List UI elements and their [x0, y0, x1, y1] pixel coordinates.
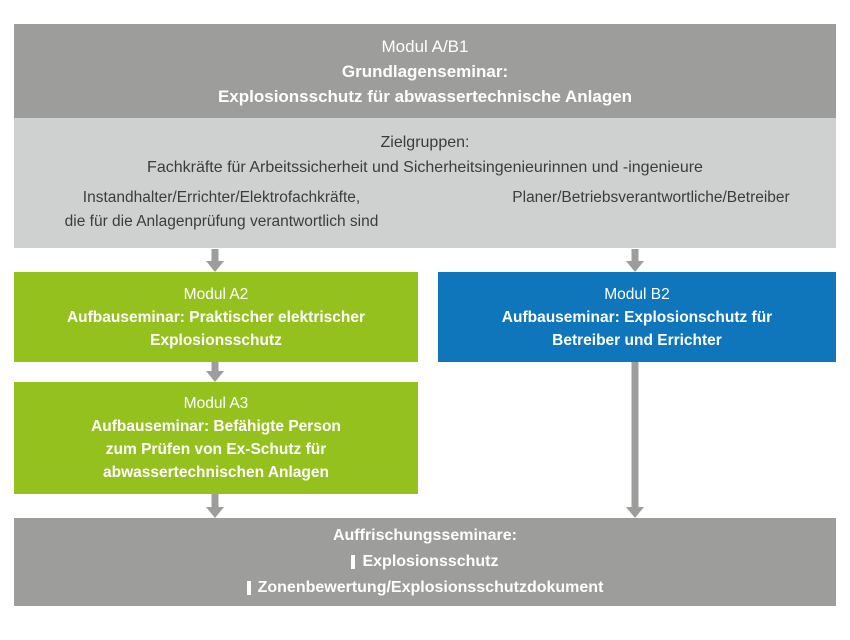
module-a2-line1: Modul A2: [183, 285, 249, 303]
module-a3-line1: Modul A3: [183, 395, 249, 412]
target-groups-subheading: Fachkräfte für Arbeitssicherheit und Sic…: [147, 159, 703, 176]
module-b2-line1: Modul B2: [604, 285, 670, 303]
bullet-icon: [351, 555, 356, 569]
module-ab1-line2: Grundlagenseminar:: [341, 61, 509, 81]
arrow-down-from-module-b2-to-refreshers: [626, 362, 644, 518]
target-groups-heading: Zielgruppen:: [380, 134, 470, 151]
arrow-down-to-module-b2: [626, 249, 644, 272]
module-a3-line2: Aufbauseminar: Befähigte Person: [91, 418, 341, 435]
target-group-left-line1: Instandhalter/Errichter/Elektrofachkräft…: [82, 189, 361, 206]
module-ab1-box: Modul A/B1 Grundlagenseminar: Explosions…: [14, 24, 836, 118]
refresher-item-2: Zonenbewertung/Explosionsschutzdokument: [257, 579, 604, 596]
module-ab1-line3: Explosionsschutz für abwassertechnische …: [217, 86, 633, 106]
module-a2-box: Modul A2 Aufbauseminar: Praktischer elek…: [14, 272, 418, 362]
module-a2-line2: Aufbauseminar: Praktischer elektrischer: [66, 308, 366, 326]
refresher-item-1: Explosionsschutz: [362, 553, 499, 570]
refresher-item-1-row: Explosionsschutz: [14, 549, 836, 575]
target-group-left: Instandhalter/Errichter/Elektrofachkräft…: [28, 186, 415, 234]
refresher-item-2-row: Zonenbewertung/Explosionsschutzdokument: [14, 575, 836, 601]
target-group-right: Planer/Betriebsverantwortliche/Betreiber: [452, 186, 850, 210]
module-a2-line3: Explosionsschutz: [150, 331, 282, 349]
target-group-left-line2: die für die Anlagenprüfung verantwortlic…: [64, 213, 379, 230]
bullet-icon: [246, 581, 251, 595]
module-a3-line4: abwassertechnischen Anlagen: [103, 464, 329, 481]
module-a3-line3: zum Prüfen von Ex-Schutz für: [105, 441, 327, 458]
refresher-seminars-box: Auffrischungsseminare: Explosionsschutz …: [14, 518, 836, 606]
module-b2-line2: Aufbauseminar: Explosionschutz für: [501, 308, 773, 326]
arrow-down-from-module-a3-to-refreshers: [206, 494, 224, 518]
module-b2-box: Modul B2 Aufbauseminar: Explosionschutz …: [438, 272, 836, 362]
module-b2-line3: Betreiber und Errichter: [552, 331, 722, 349]
arrow-down-to-module-a3: [206, 362, 224, 382]
arrow-down-to-module-a2: [206, 249, 224, 272]
refresher-heading: Auffrischungsseminare:: [332, 527, 518, 544]
target-groups-band: Zielgruppen: Fachkräfte für Arbeitssiche…: [14, 118, 836, 366]
target-groups-heading-block: Zielgruppen: Fachkräfte für Arbeitssiche…: [14, 130, 836, 180]
module-ab1-line1: Modul A/B1: [381, 36, 469, 56]
target-group-right-line1: Planer/Betriebsverantwortliche/Betreiber: [512, 189, 790, 206]
module-a3-box: Modul A3 Aufbauseminar: Befähigte Person…: [14, 382, 418, 494]
